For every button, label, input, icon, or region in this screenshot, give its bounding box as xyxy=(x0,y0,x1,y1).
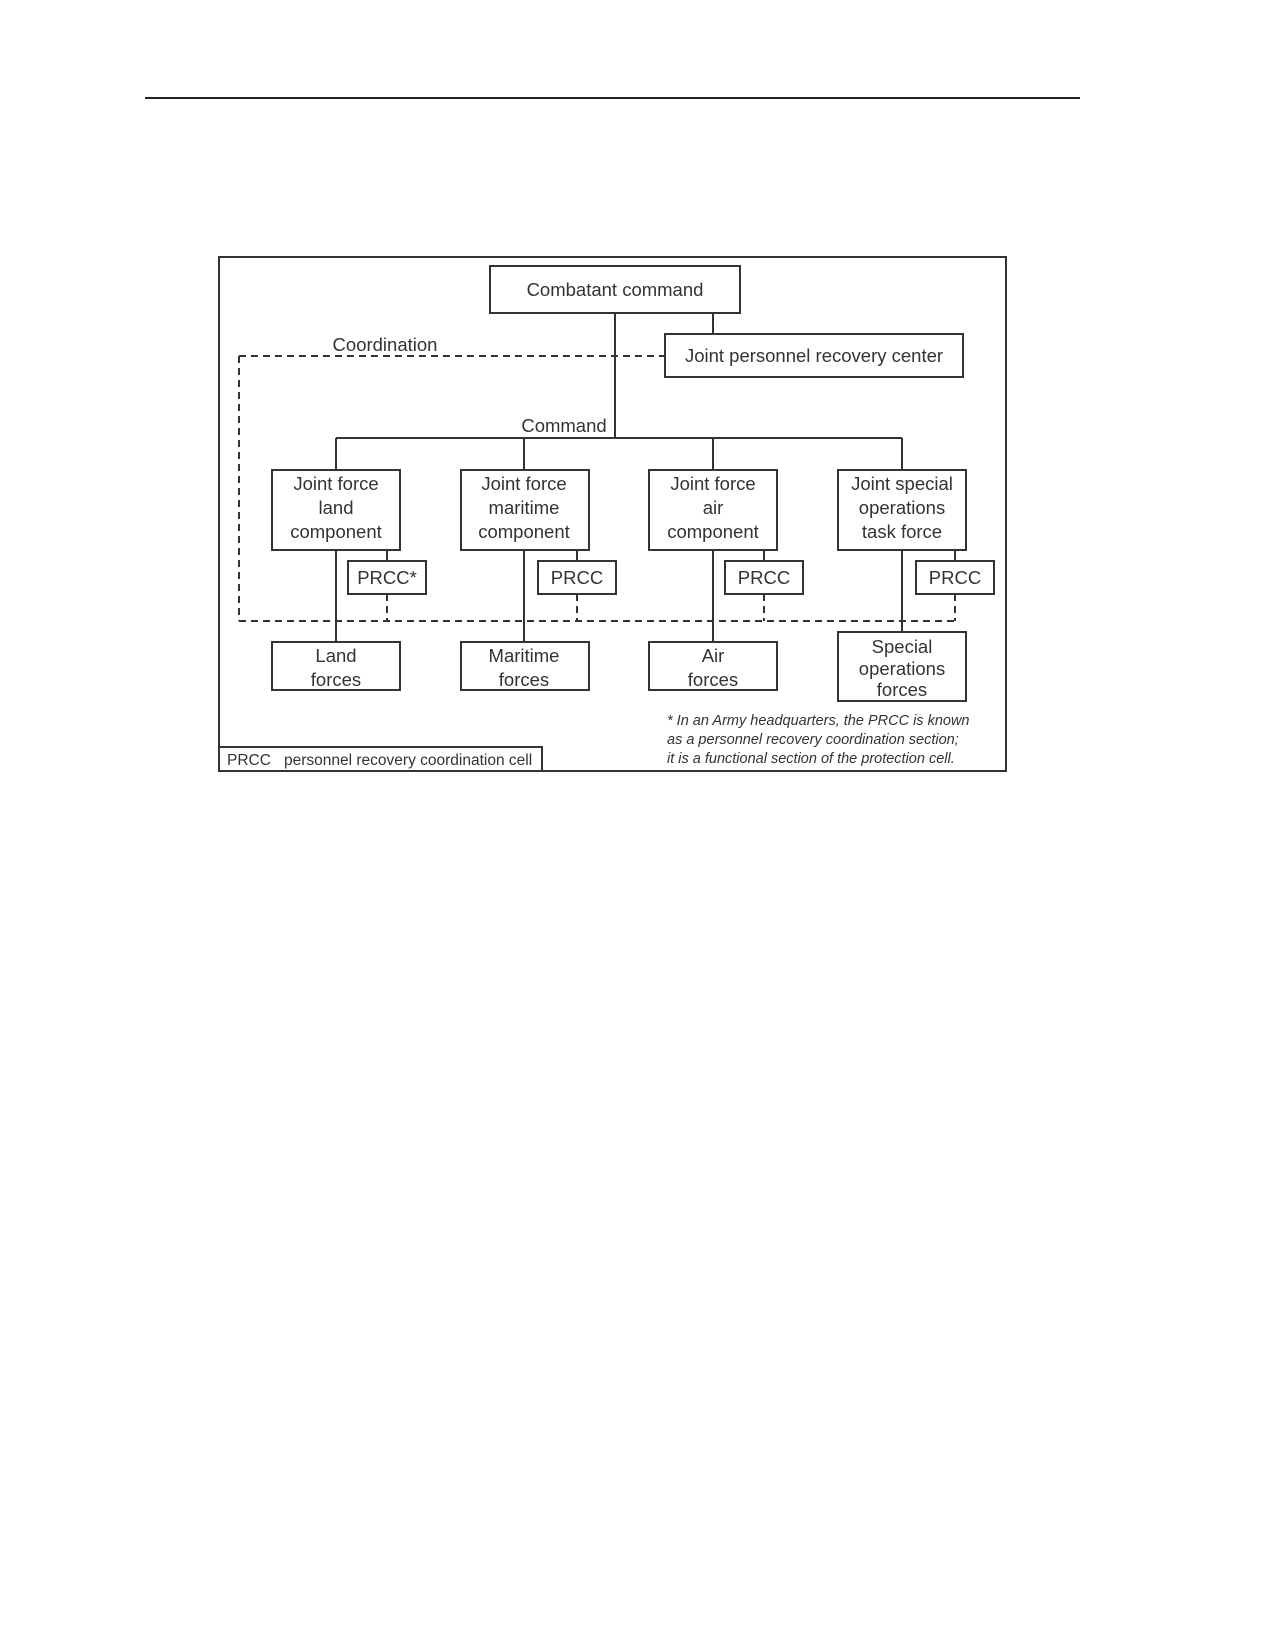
component-line: component xyxy=(478,521,570,542)
jprc-node: Joint personnel recovery center xyxy=(664,333,964,378)
footnote-line: as a personnel recovery coordination sec… xyxy=(667,732,959,748)
forces-line: Maritime xyxy=(489,645,560,666)
prcc-label: PRCC xyxy=(929,567,981,588)
legend: PRCC personnel recovery coordination cel… xyxy=(218,746,543,772)
command-lines xyxy=(335,313,956,642)
forces-line: Air xyxy=(702,645,725,666)
footnote-line: * In an Army headquarters, the PRCC is k… xyxy=(667,713,970,729)
forces-line: operations xyxy=(859,658,945,679)
combatant-command-label: Combatant command xyxy=(527,279,704,300)
prcc-label: PRCC* xyxy=(357,567,417,588)
legend-definition: personnel recovery coordination cell xyxy=(284,752,532,769)
prcc-node-air: PRCC xyxy=(724,560,804,595)
legend-abbr: PRCC xyxy=(227,752,271,769)
component-line: air xyxy=(703,497,724,518)
component-line: component xyxy=(290,521,382,542)
component-line: Joint force xyxy=(670,473,755,494)
footnote-line: it is a functional section of the protec… xyxy=(667,751,955,767)
component-line: Joint force xyxy=(481,473,566,494)
figure-frame xyxy=(218,256,1007,772)
forces-line: forces xyxy=(499,669,549,690)
forces-line: Land xyxy=(315,645,356,666)
coordination-label: Coordination xyxy=(333,334,438,355)
jprc-label: Joint personnel recovery center xyxy=(685,345,943,366)
forces-node-land: Land forces xyxy=(271,641,401,691)
component-node-special-operations: Joint special operations task force xyxy=(837,469,967,551)
forces-node-air: Air forces xyxy=(648,641,778,691)
forces-node-maritime: Maritime forces xyxy=(460,641,590,691)
component-line: operations xyxy=(859,497,945,518)
prcc-label: PRCC xyxy=(551,567,603,588)
component-node-maritime: Joint force maritime component xyxy=(460,469,590,551)
prcc-node-land: PRCC* xyxy=(347,560,427,595)
forces-line: forces xyxy=(311,669,361,690)
component-line: component xyxy=(667,521,759,542)
component-line: maritime xyxy=(489,497,560,518)
forces-node-special-operations: Special operations forces xyxy=(837,631,967,702)
forces-line: forces xyxy=(877,679,927,700)
component-node-air: Joint force air component xyxy=(648,469,778,551)
coordination-lines xyxy=(238,355,956,622)
component-node-land: Joint force land component xyxy=(271,469,401,551)
prcc-node-maritime: PRCC xyxy=(537,560,617,595)
component-line: land xyxy=(319,497,354,518)
prcc-node-special-operations: PRCC xyxy=(915,560,995,595)
combatant-command-node: Combatant command xyxy=(489,265,741,314)
component-line: task force xyxy=(862,521,942,542)
forces-line: Special xyxy=(872,636,933,657)
prcc-label: PRCC xyxy=(738,567,790,588)
component-line: Joint special xyxy=(851,473,953,494)
page-header-rule xyxy=(145,97,1080,99)
footnote: * In an Army headquarters, the PRCC is k… xyxy=(667,713,970,767)
command-label: Command xyxy=(521,415,606,436)
component-line: Joint force xyxy=(293,473,378,494)
forces-line: forces xyxy=(688,669,738,690)
